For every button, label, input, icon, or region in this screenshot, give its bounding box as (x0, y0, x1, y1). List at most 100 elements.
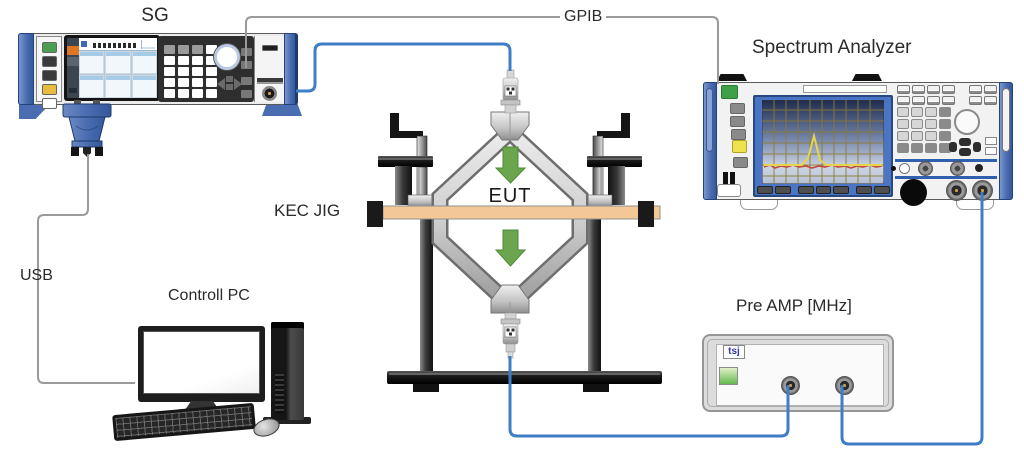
sg-green-button[interactable] (41, 42, 57, 53)
sa-usb-port[interactable] (723, 172, 728, 184)
sa-bnc-connector[interactable] (946, 180, 967, 201)
key-cell (927, 85, 940, 94)
sa-up-arrow-key[interactable] (959, 138, 971, 146)
sg-numeric-keys[interactable] (164, 45, 217, 98)
key-cell (911, 131, 923, 141)
sa-numeric-keypad[interactable] (897, 107, 951, 153)
key-cell (206, 89, 217, 98)
signal-generator (18, 33, 302, 119)
key-cell (897, 119, 909, 129)
sg-usb-slot[interactable] (262, 45, 278, 51)
controll-pc-label: Controll PC (168, 287, 250, 304)
key-cell (105, 51, 131, 74)
sg-side-key[interactable] (241, 77, 252, 85)
key-cell (79, 75, 105, 98)
sg-right-foot (262, 103, 302, 116)
pc-monitor-stand (185, 401, 219, 410)
sa-right-arrow-key[interactable] (973, 142, 981, 152)
jig-top-connector[interactable] (500, 69, 521, 114)
sa-grid (762, 100, 884, 184)
key-cell (969, 85, 982, 94)
sa-white-button[interactable] (717, 184, 741, 197)
key-cell (969, 96, 982, 105)
sa-small-key[interactable] (985, 147, 997, 155)
sa-soft-button[interactable] (731, 129, 746, 140)
jig-arrow-down-top-icon (494, 146, 527, 184)
key-cell (178, 89, 189, 98)
preamp-output-connector[interactable] (835, 376, 854, 395)
key-cell (815, 186, 832, 194)
preamp-right-foot (852, 74, 882, 81)
pc-tower-vents (275, 374, 284, 414)
sa-aux-connector[interactable] (918, 161, 933, 176)
sg-right-arrow-icon[interactable] (234, 78, 242, 90)
sg-keypad-panel (158, 36, 254, 102)
sa-usb-port[interactable] (730, 172, 735, 184)
sa-small-key[interactable] (985, 137, 997, 145)
sg-side-key[interactable] (241, 61, 252, 69)
jig-bottom-connector[interactable] (500, 312, 521, 359)
sa-screen (762, 100, 884, 184)
sa-small-jack[interactable] (975, 164, 983, 172)
preamp-input-connector[interactable] (781, 376, 800, 395)
sa-power-button[interactable] (721, 85, 738, 99)
sg-yellow-button[interactable] (41, 84, 57, 95)
sg-side-key[interactable] (241, 90, 252, 98)
sg-screen (67, 38, 157, 98)
key-cell (833, 186, 850, 194)
sg-right-pillar (284, 33, 298, 105)
sa-menu-keys[interactable] (969, 85, 997, 105)
key-cell (164, 89, 175, 98)
key-cell (925, 107, 937, 117)
jig-board-end-left (367, 201, 383, 227)
pc-tower-base (263, 417, 311, 424)
sa-soft-button[interactable] (730, 116, 745, 127)
sa-aux-connector[interactable] (950, 161, 965, 176)
key-cell (164, 56, 175, 65)
pc-keyboard[interactable] (112, 402, 256, 442)
key-cell (911, 119, 923, 129)
sa-button-round[interactable] (899, 163, 910, 174)
sg-left-arrow-icon[interactable] (217, 78, 225, 90)
key-cell (911, 143, 923, 153)
jig-base-bar (387, 371, 662, 384)
sa-left-foot (740, 198, 778, 210)
sg-screen-bezel (64, 35, 160, 101)
key-cell (912, 85, 925, 94)
sa-menu-keys[interactable] (897, 85, 955, 105)
key-cell (192, 89, 203, 98)
key-cell (925, 131, 937, 141)
key-cell (206, 56, 217, 65)
preamp-brand-logo: tsj (723, 345, 745, 359)
sg-rotary-knob[interactable] (214, 44, 240, 70)
jig-base-foot (413, 384, 439, 392)
sa-volume-knob[interactable] (900, 179, 927, 206)
jig-base-foot (583, 384, 609, 392)
jig-post-left (420, 218, 433, 375)
sg-label: SG (141, 5, 169, 26)
sg-side-key[interactable] (241, 48, 252, 56)
eut-label: EUT (489, 185, 532, 207)
key-cell (131, 51, 157, 74)
usb-label: USB (20, 267, 53, 284)
key-cell (774, 186, 791, 194)
sa-soft-button[interactable] (733, 157, 748, 168)
key-cell (911, 107, 923, 117)
sa-right-handle (1002, 88, 1010, 152)
sg-gray-button[interactable] (41, 70, 57, 81)
sg-rf-output-connector[interactable] (262, 86, 277, 101)
sa-softkey-row[interactable] (757, 186, 891, 195)
key-cell (856, 186, 873, 194)
sg-white-button[interactable] (41, 98, 57, 109)
sa-down-arrow-key[interactable] (959, 148, 971, 156)
spectrum-analyzer (703, 82, 1013, 206)
sa-yellow-button[interactable] (732, 140, 747, 153)
sg-gray-button[interactable] (41, 56, 57, 67)
sa-rf-input-connector[interactable] (972, 180, 993, 201)
sa-rotary-knob[interactable] (954, 109, 980, 135)
sa-soft-button[interactable] (730, 103, 745, 114)
sg-left-pillar (18, 33, 34, 105)
sa-left-arrow-key[interactable] (949, 142, 957, 152)
jig-clamp-right (577, 113, 642, 207)
key-cell (984, 85, 997, 94)
